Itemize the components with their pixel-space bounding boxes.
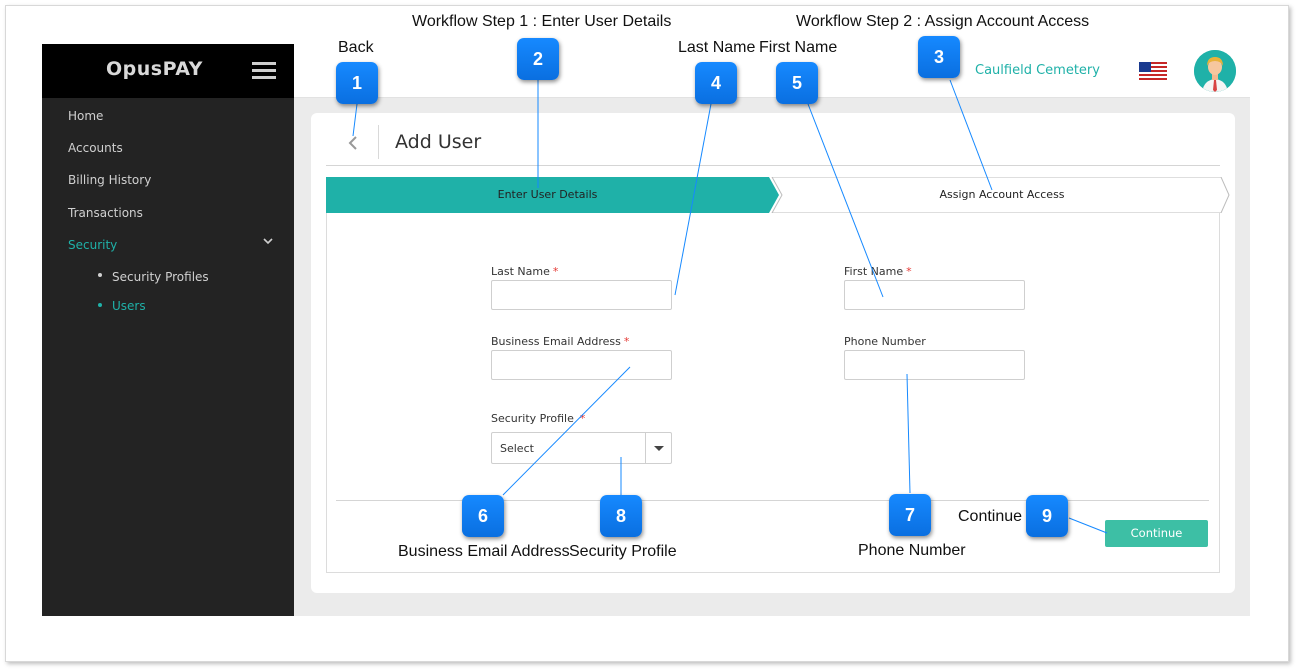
- sidebar-item-accounts[interactable]: Accounts: [68, 141, 123, 155]
- annotation-back-label: Back: [338, 39, 374, 56]
- steps-background: [326, 177, 1230, 213]
- security-profile-select[interactable]: Select: [491, 432, 672, 464]
- callout-badge-3: 3: [918, 36, 960, 78]
- annotation-first-name-label: First Name: [759, 39, 838, 56]
- annotation-step2-label: Workflow Step 2 : Assign Account Access: [796, 13, 1090, 30]
- annotation-security-profile-label: Security Profile: [569, 543, 677, 560]
- email-label: Business Email Address*: [491, 335, 630, 348]
- bullet-icon: [98, 303, 102, 307]
- required-marker: *: [579, 412, 586, 425]
- first-name-field[interactable]: [844, 280, 1025, 310]
- annotation-step1-label: Workflow Step 1 : Enter User Details: [412, 13, 672, 30]
- required-marker: *: [552, 265, 559, 278]
- annotation-last-name-label: Last Name: [678, 39, 756, 56]
- sidebar-item-transactions[interactable]: Transactions: [68, 206, 143, 220]
- last-name-label: Last Name*: [491, 265, 559, 278]
- us-flag-icon[interactable]: [1139, 62, 1167, 80]
- divider: [326, 165, 1220, 166]
- organization-name[interactable]: Caulfield Cemetery: [975, 63, 1100, 78]
- sidebar-item-home[interactable]: Home: [68, 109, 104, 123]
- callout-badge-6: 6: [462, 495, 504, 537]
- annotation-continue-label: Continue: [958, 508, 1023, 525]
- top-bar: Caulfield Cemetery: [294, 44, 1250, 98]
- sidebar: OpusPAY Home Accounts Billing History Tr…: [42, 44, 294, 616]
- security-profile-value: Select: [500, 442, 534, 455]
- continue-button[interactable]: Continue: [1105, 520, 1208, 547]
- bullet-icon: [98, 273, 102, 277]
- callout-badge-9: 9: [1026, 495, 1068, 537]
- app-window: OpusPAY Home Accounts Billing History Tr…: [42, 44, 1250, 616]
- last-name-field[interactable]: [491, 280, 672, 310]
- divider: [378, 125, 379, 159]
- back-arrow-icon[interactable]: [343, 133, 363, 153]
- callout-badge-1: 1: [336, 62, 378, 104]
- step-enter-user-details[interactable]: Enter User Details: [497, 188, 598, 201]
- dropdown-toggle[interactable]: [645, 433, 671, 463]
- divider: [336, 500, 1209, 501]
- required-marker: *: [906, 265, 912, 278]
- user-details-form: Last Name* First Name* Business Email Ad…: [326, 213, 1220, 573]
- sidebar-item-billing-history[interactable]: Billing History: [68, 173, 152, 187]
- page-title: Add User: [395, 131, 482, 153]
- sidebar-item-security[interactable]: Security: [68, 238, 118, 252]
- annotation-email-label: Business Email Address: [398, 543, 570, 560]
- chevron-down-icon[interactable]: [262, 235, 274, 247]
- callout-badge-2: 2: [517, 38, 559, 80]
- phone-label: Phone Number: [844, 335, 926, 348]
- user-avatar-icon: [1194, 50, 1236, 92]
- sidebar-subitem-users[interactable]: Users: [112, 299, 146, 313]
- security-profile-label: Security Profile*: [491, 412, 586, 425]
- menu-icon[interactable]: [252, 62, 276, 80]
- user-avatar[interactable]: [1194, 50, 1236, 92]
- step-assign-account-access[interactable]: Assign Account Access: [939, 188, 1065, 201]
- sidebar-subitem-security-profiles[interactable]: Security Profiles: [112, 270, 209, 284]
- callout-badge-7: 7: [889, 494, 931, 536]
- required-marker: *: [623, 335, 630, 348]
- brand-logo: OpusPAY: [106, 58, 203, 80]
- callout-badge-8: 8: [600, 495, 642, 537]
- first-name-label: First Name*: [844, 265, 912, 278]
- phone-field[interactable]: [844, 350, 1025, 380]
- callout-badge-4: 4: [695, 62, 737, 104]
- brand-bar: OpusPAY: [42, 44, 294, 98]
- annotation-phone-label: Phone Number: [858, 542, 966, 559]
- callout-badge-5: 5: [776, 62, 818, 104]
- workflow-steps: Enter User Details Assign Account Access: [326, 177, 1230, 213]
- email-field[interactable]: [491, 350, 672, 380]
- caret-down-icon: [654, 446, 664, 451]
- add-user-card: Add User Enter User Details Assign Accou…: [311, 113, 1235, 593]
